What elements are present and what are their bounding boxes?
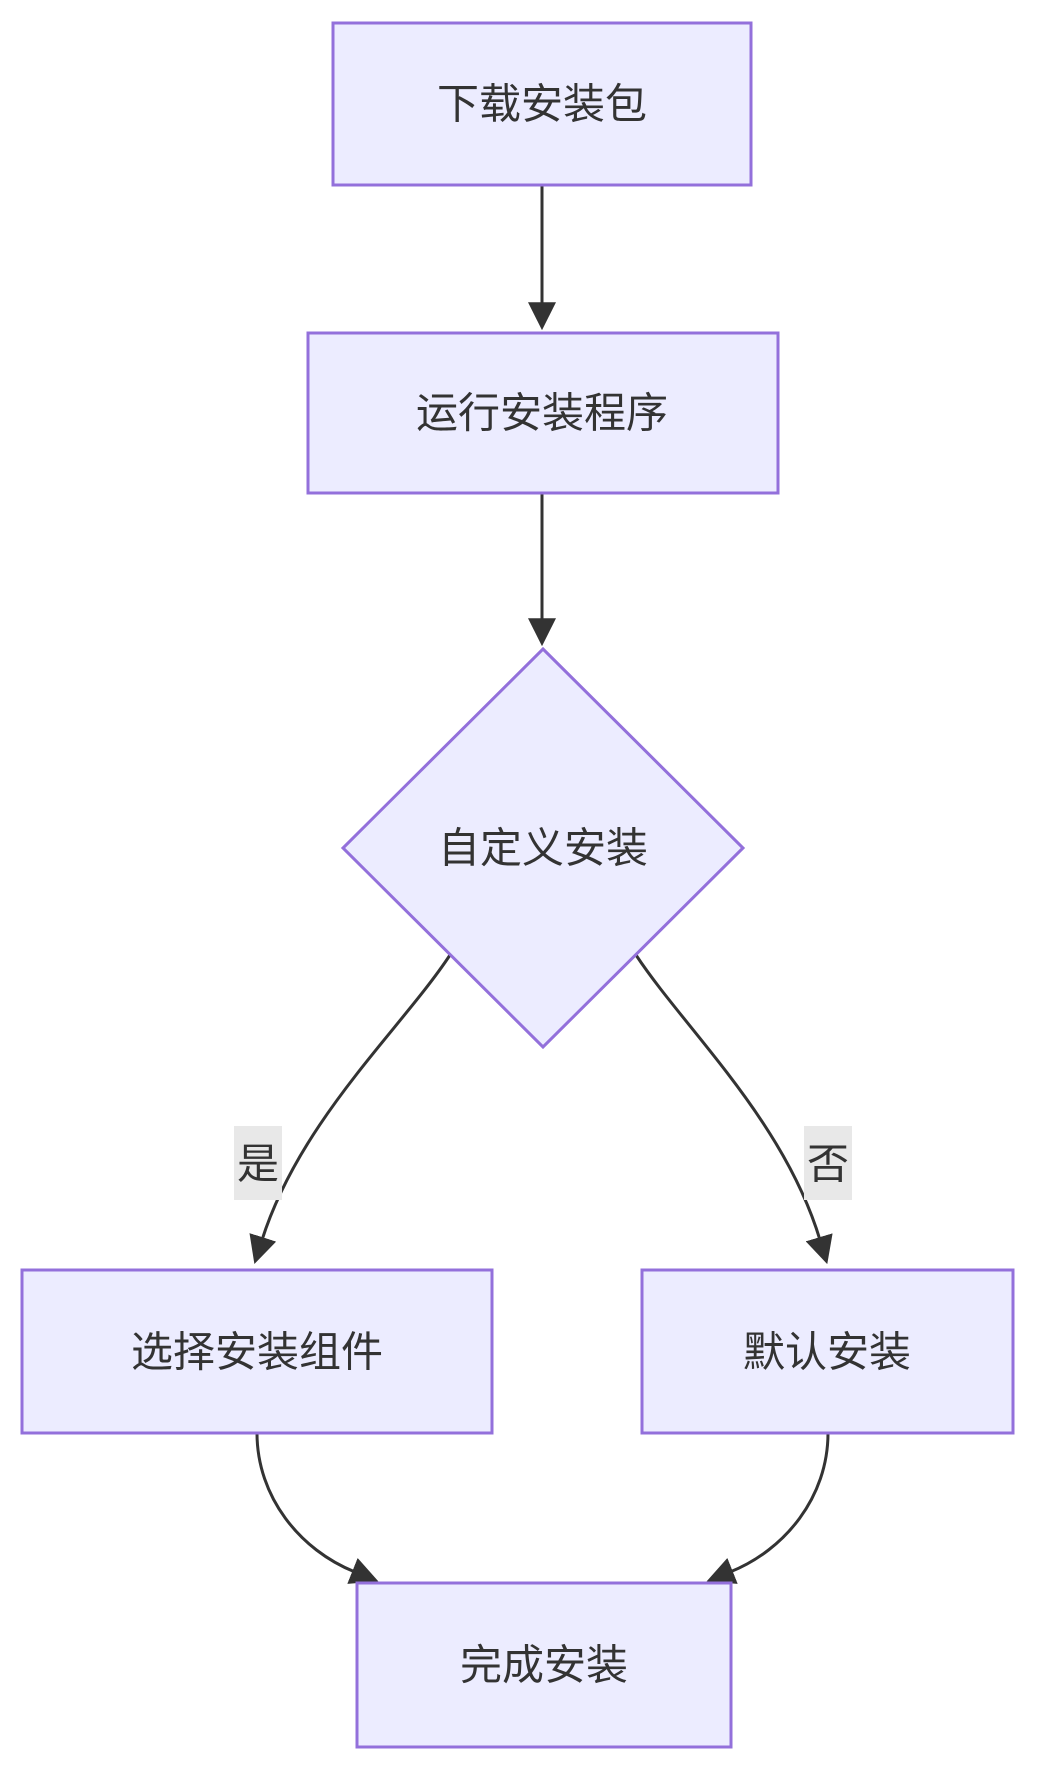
- edge-label-yes-background: [234, 1126, 282, 1200]
- node-select-components: 选择安装组件: [20, 1268, 494, 1435]
- node-run-installer: 运行安装程序: [306, 331, 780, 495]
- node-run-installer-label: 运行安装程序: [416, 390, 668, 437]
- node-finish-install-label: 完成安装: [460, 1642, 628, 1689]
- edge-decision-yes-to-select: [249, 954, 452, 1265]
- node-download-package-label: 下载安装包: [437, 81, 647, 128]
- edge-label-yes: 是: [234, 1126, 282, 1200]
- edge-label-yes-text: 是: [237, 1141, 279, 1188]
- edge-select-to-finish: [255, 1432, 379, 1584]
- node-select-components-box: [20, 1268, 494, 1435]
- node-default-install-box: [640, 1268, 1015, 1435]
- node-finish-install-box: [355, 1581, 733, 1749]
- edge-default-to-finish: [706, 1432, 830, 1584]
- node-custom-install-decision-diamond: [340, 646, 746, 1050]
- node-select-components-label: 选择安装组件: [131, 1329, 383, 1376]
- node-custom-install-decision: 自定义安装: [340, 646, 746, 1050]
- edge-decision-no-to-default: [634, 954, 833, 1265]
- edge-label-no-text: 否: [807, 1141, 849, 1188]
- node-download-package: 下载安装包: [331, 21, 753, 187]
- node-default-install-label: 默认安装: [743, 1329, 911, 1376]
- edge-label-no: 否: [804, 1126, 852, 1200]
- edge-label-no-background: [804, 1126, 852, 1200]
- node-run-installer-box: [306, 331, 780, 495]
- node-finish-install: 完成安装: [355, 1581, 733, 1749]
- node-custom-install-decision-label: 自定义安装: [438, 825, 648, 872]
- node-default-install: 默认安装: [640, 1268, 1015, 1435]
- node-download-package-box: [331, 21, 753, 187]
